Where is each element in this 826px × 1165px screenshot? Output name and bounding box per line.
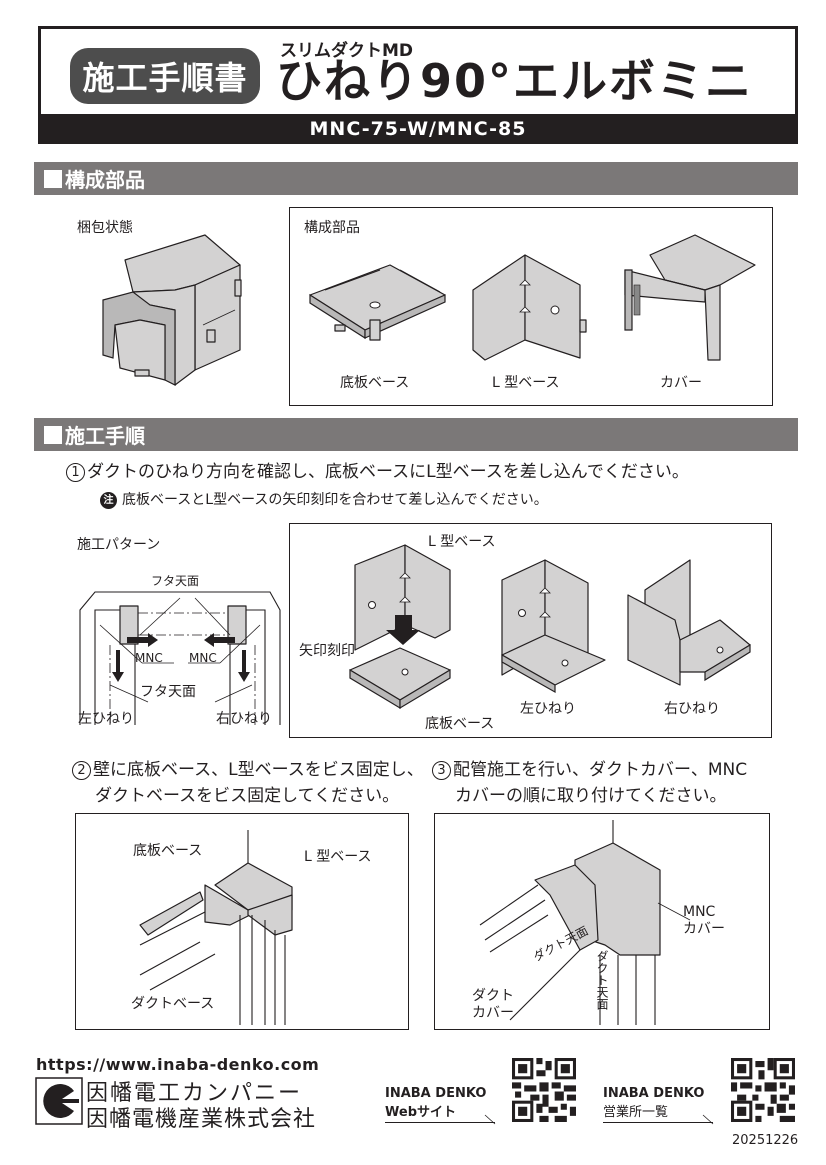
insert-l-base-illustration: [349, 544, 451, 710]
duct-cover-line-1: ダクト: [472, 988, 514, 1004]
components-frame-title: 構成部品: [304, 220, 360, 236]
qr-web-underline: [385, 1122, 495, 1123]
duct-base-callout: ダクトベース: [131, 996, 215, 1012]
duct-cover-callout: ダクト カバー: [472, 988, 514, 1022]
section-title: 構成部品: [65, 168, 145, 192]
section-title: 施工手順: [65, 424, 145, 448]
model-numbers: MNC-75-W/MNC-85: [38, 114, 798, 144]
cover-illustration: [624, 234, 756, 361]
left-twist-assembly-illustration: [501, 559, 606, 694]
step-3-illustration: [479, 820, 691, 1025]
qr-offices-underline: [603, 1122, 713, 1123]
step-2-illustration: [139, 830, 293, 1025]
mnc-cover-callout: MNC カバー: [683, 904, 725, 938]
lid-top-label-upper: フタ天面: [151, 574, 200, 588]
duct-cover-line-2: カバー: [472, 1005, 514, 1021]
l-base-illustration: [472, 254, 587, 361]
qr-code-web[interactable]: [512, 1058, 576, 1122]
bottom-base-callout-step2: 底板ベース: [133, 843, 203, 859]
mnc-label-right: MNC: [189, 651, 217, 665]
step-number-2: 2: [72, 761, 91, 780]
square-bullet-icon: [44, 169, 62, 188]
step-1-text: ダクトのひねり方向を確認し、底板ベースにL型ベースを差し込んでください。: [87, 462, 689, 482]
right-twist-label: 右ひねり: [216, 711, 272, 727]
qr-offices-line-2: 営業所一覧: [603, 1105, 669, 1120]
square-bullet-icon: [44, 425, 62, 444]
part-label-bottom-base: 底板ベース: [340, 375, 410, 391]
document-date-code: 20251226: [732, 1133, 799, 1148]
l-base-callout-step2: L 型ベース: [304, 849, 372, 865]
bottom-base-callout: 底板ベース: [425, 716, 495, 732]
section-header-procedure: 施工手順: [34, 418, 798, 451]
part-label-cover: カバー: [660, 375, 702, 391]
mnc-cover-line-2: カバー: [683, 921, 725, 937]
packaged-state-label: 梱包状態: [77, 220, 133, 236]
step-2-line-2: ダクトベースをビス固定してください。: [95, 786, 400, 806]
packaged-elbow-illustration: [102, 234, 242, 386]
step-number-1: 1: [66, 463, 85, 482]
left-twist-label: 左ひねり: [78, 711, 134, 727]
product-series: スリムダクトMD: [280, 41, 414, 61]
l-base-callout: L 型ベース: [428, 534, 496, 550]
step-2-frame: [75, 813, 409, 1030]
company-division-name: 因幡電工カンパニー: [86, 1081, 303, 1106]
step-number-3: 3: [432, 761, 451, 780]
step-3-line-2: カバーの順に取り付けてください。: [455, 786, 727, 806]
page-title: ひねり90°エルボミニ: [276, 54, 754, 108]
mnc-cover-line-1: MNC: [683, 904, 716, 920]
lid-top-label-lower: フタ天面: [140, 684, 196, 700]
qr-web-line-1: INABA DENKO: [385, 1086, 487, 1101]
step-3-line-1: 配管施工を行い、ダクトカバー、MNC: [453, 760, 748, 780]
bottom-base-illustration: [309, 264, 446, 341]
arrow-pointer-web-icon: [484, 1114, 496, 1125]
step-1-note: 注底板ベースとL型ベースの矢印刻印を合わせて差し込んでください。: [100, 489, 548, 509]
company-website-link[interactable]: https://www.inaba-denko.com: [36, 1055, 320, 1074]
qr-web-link[interactable]: INABA DENKO Webサイト: [385, 1084, 495, 1123]
title-frame: [38, 26, 798, 114]
mnc-label-left: MNC: [135, 651, 163, 665]
left-twist-assembly-label: 左ひねり: [520, 701, 576, 717]
part-label-l-base: L 型ベース: [492, 375, 560, 391]
qr-offices-link[interactable]: INABA DENKO 営業所一覧: [603, 1084, 713, 1123]
note-icon: 注: [100, 492, 117, 509]
qr-offices-line-1: INABA DENKO: [603, 1086, 705, 1101]
company-name: 因幡電機産業株式会社: [86, 1107, 317, 1132]
right-twist-assembly-illustration: [627, 559, 751, 686]
pattern-title: 施工パターン: [77, 537, 161, 553]
duct-top-vertical-label: ダクト天面: [595, 950, 609, 1010]
document-type-badge: 施工手順書: [70, 48, 260, 104]
company-logo-icon: [35, 1077, 83, 1125]
step-2-line-1: 壁に底板ベース、L型ベースをビス固定し、: [93, 760, 424, 780]
qr-web-line-2: Webサイト: [385, 1105, 456, 1120]
qr-code-offices[interactable]: [731, 1058, 795, 1122]
installation-pattern-diagram: [79, 591, 281, 725]
arrow-mark-callout: 矢印刻印: [299, 643, 355, 659]
right-twist-assembly-label: 右ひねり: [664, 701, 720, 717]
arrow-pointer-offices-icon: [702, 1114, 714, 1125]
note-text: 底板ベースとL型ベースの矢印刻印を合わせて差し込んでください。: [122, 492, 548, 508]
section-header-components: 構成部品: [34, 162, 798, 195]
